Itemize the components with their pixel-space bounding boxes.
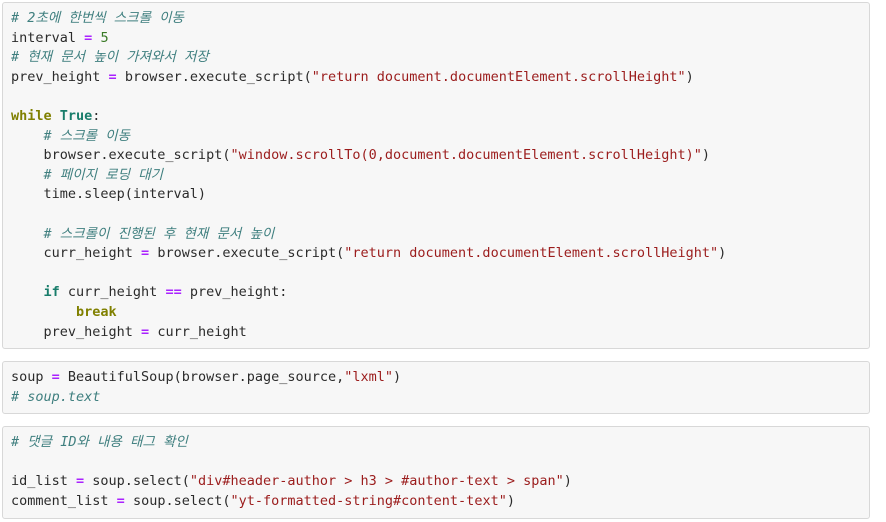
code-token: soup <box>11 369 52 386</box>
keyword-token: True <box>59 107 93 124</box>
code-line: time.sleep(interval) <box>11 185 869 205</box>
comment-token: # 페이지 로딩 대기 <box>43 166 163 183</box>
code-line: # 스크롤 이동 <box>11 127 869 147</box>
code-token: soup.select( <box>84 473 190 490</box>
code-line: interval = 5 <box>11 29 869 49</box>
code-token: browser.execute_script( <box>116 68 312 85</box>
comment-token: # 2초에 한번씩 스크롤 이동 <box>11 10 184 26</box>
string-token: "yt-formatted-string#content-text" <box>230 493 507 510</box>
code-token: BeautifulSoup(browser.page_source, <box>59 369 345 386</box>
code-line: # 댓글 ID와 내용 태그 확인 <box>11 433 869 453</box>
code-token <box>11 304 76 320</box>
code-line: prev_height = browser.execute_script("re… <box>11 68 869 88</box>
code-line <box>11 205 869 225</box>
code-token <box>11 128 44 144</box>
operator-token: = <box>116 493 125 510</box>
code-token: prev_height <box>11 68 109 85</box>
string-token: "window.scrollTo(0,document.documentElem… <box>230 147 702 164</box>
code-line: curr_height = browser.execute_script("re… <box>11 244 869 264</box>
code-token: id_list <box>11 473 77 490</box>
comment-token: # 현재 문서 높이 가져와서 저장 <box>11 49 209 66</box>
code-token: prev_height: <box>181 284 288 301</box>
comment-token: # soup.text <box>11 388 101 405</box>
keyword-token: break <box>76 303 117 320</box>
operator-token: = <box>84 29 93 46</box>
code-line: # soup.text <box>11 388 869 408</box>
code-token <box>52 108 60 124</box>
code-token: curr_height <box>11 245 142 262</box>
code-token: ) <box>506 493 515 510</box>
string-token: "div#header-author > h3 > #author-text >… <box>189 473 564 490</box>
code-line: break <box>11 303 869 323</box>
code-line: comment_list = soup.select("yt-formatted… <box>11 492 869 512</box>
code-line: # 페이지 로딩 대기 <box>11 166 869 186</box>
code-token: ) <box>563 473 572 490</box>
code-line: # 현재 문서 높이 가져와서 저장 <box>11 48 869 68</box>
code-token: ) <box>718 245 727 262</box>
code-token: comment_list <box>11 493 117 510</box>
code-token: browser.execute_script( <box>11 147 231 164</box>
code-line: # 2초에 한번씩 스크롤 이동 <box>11 9 869 29</box>
code-line: id_list = soup.select("div#header-author… <box>11 472 869 492</box>
code-token: ) <box>393 369 402 386</box>
operator-token: = <box>141 323 150 340</box>
code-token: browser.execute_script( <box>149 245 345 262</box>
code-line: if curr_height == prev_height: <box>11 283 869 303</box>
code-line <box>11 264 869 284</box>
code-token: curr_height <box>59 284 166 301</box>
comment-token: # 스크롤 이동 <box>43 127 130 144</box>
code-token: ) <box>685 68 694 85</box>
string-token: "return document.documentElement.scrollH… <box>311 68 686 85</box>
code-token: interval <box>11 29 85 46</box>
operator-token: = <box>76 473 85 490</box>
string-token: "return document.documentElement.scrollH… <box>344 245 719 262</box>
code-line: # 스크롤이 진행된 후 현재 문서 높이 <box>11 225 869 245</box>
code-token <box>11 167 44 183</box>
code-line: while True: <box>11 107 869 127</box>
code-token: : <box>92 107 101 124</box>
comment-token: # 스크롤이 진행된 후 현재 문서 높이 <box>43 225 275 242</box>
code-token <box>11 284 44 300</box>
code-token: curr_height <box>149 323 247 340</box>
string-token: "lxml" <box>344 369 394 386</box>
code-token: ) <box>701 147 710 164</box>
code-line: browser.execute_script("window.scrollTo(… <box>11 146 869 166</box>
operator-token: = <box>51 369 60 386</box>
operator-token: = <box>108 68 117 85</box>
keyword-token: while <box>11 107 52 124</box>
code-line <box>11 87 869 107</box>
code-line: soup = BeautifulSoup(browser.page_source… <box>11 368 869 388</box>
code-token: time.sleep(interval) <box>11 186 207 203</box>
code-line <box>11 453 869 473</box>
code-token: soup.select( <box>124 493 231 510</box>
keyword-token: if <box>43 284 60 301</box>
operator-token: = <box>141 245 150 262</box>
code-line: prev_height = curr_height <box>11 323 869 343</box>
comment-token: # 댓글 ID와 내용 태그 확인 <box>11 434 188 451</box>
number-token: 5 <box>100 29 109 46</box>
block-soup-parse[interactable]: soup = BeautifulSoup(browser.page_source… <box>2 361 870 415</box>
block-select-tags[interactable]: # 댓글 ID와 내용 태그 확인 id_list = soup.select(… <box>2 426 870 519</box>
code-token <box>11 226 44 242</box>
code-token: prev_height <box>11 323 142 340</box>
operator-token: == <box>165 284 182 301</box>
